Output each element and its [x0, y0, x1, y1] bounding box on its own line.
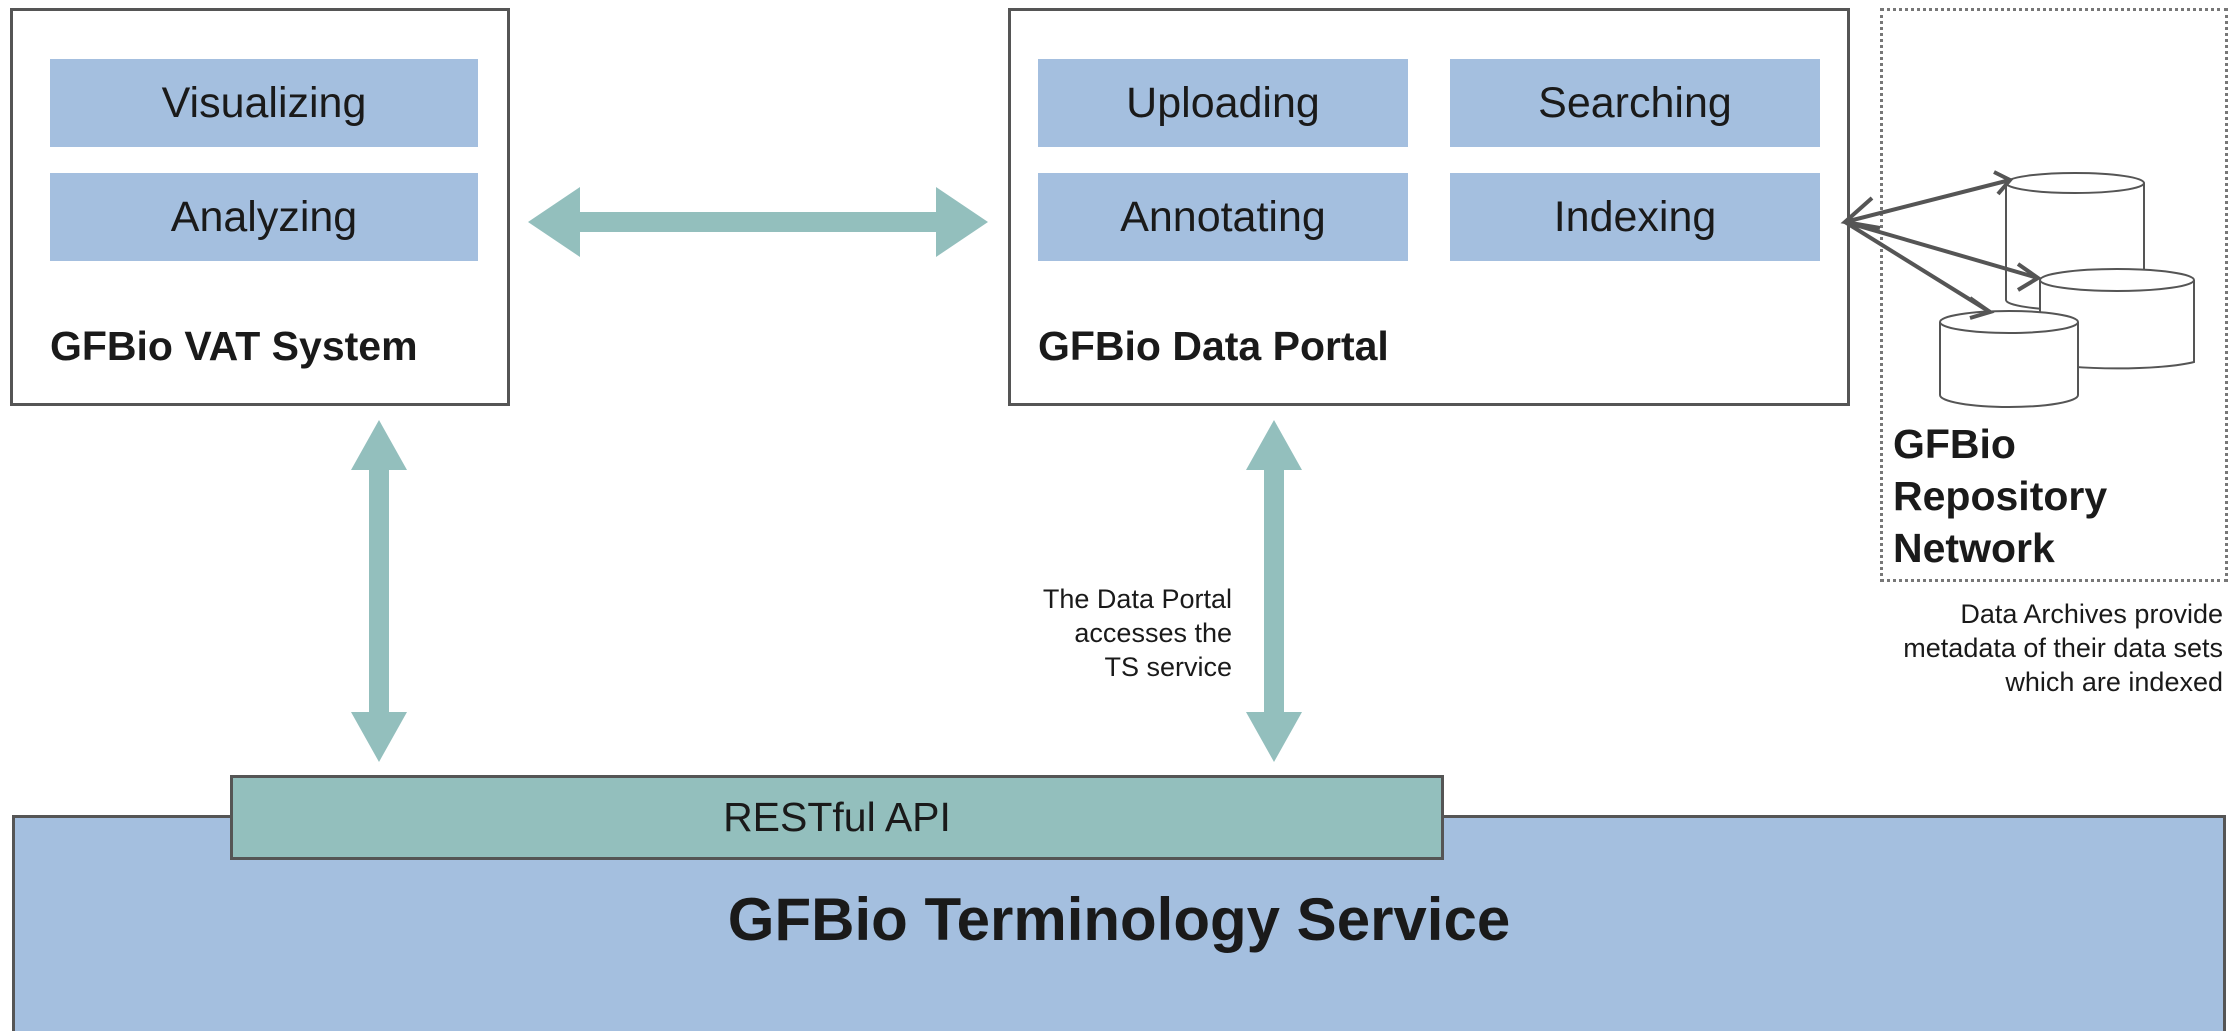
portal-function-annotating: Annotating — [1038, 173, 1408, 261]
vat-ts-double-arrow — [351, 420, 407, 762]
portal-ts-note-line: The Data Portal — [1042, 584, 1232, 614]
repository-link-arrows — [1840, 170, 2042, 320]
database-icon — [1939, 310, 2079, 408]
portal-function-indexing: Indexing — [1450, 173, 1820, 261]
portal-function-uploading: Uploading — [1038, 59, 1408, 147]
vat-function-label: Analyzing — [170, 192, 358, 241]
restful-api-label: RESTful API — [723, 794, 951, 840]
repository-note-line: Data Archives provide — [1960, 599, 2223, 629]
restful-api-bar: RESTful API — [230, 775, 1444, 860]
portal-function-label: Uploading — [1126, 78, 1320, 127]
portal-function-label: Annotating — [1120, 192, 1326, 241]
repository-network-box — [1880, 8, 2228, 582]
portal-function-label: Searching — [1538, 78, 1732, 127]
portal-ts-note-line: TS service — [1104, 652, 1232, 682]
vat-function-analyzing: Analyzing — [50, 173, 478, 261]
vat-function-visualizing: Visualizing — [50, 59, 478, 147]
data-portal-title: GFBio Data Portal — [1038, 323, 1389, 369]
terminology-service-title: GFBio Terminology Service — [727, 886, 1511, 953]
portal-ts-note: The Data Portal accesses the TS service — [1043, 582, 1232, 684]
vat-portal-double-arrow — [528, 187, 988, 257]
repository-network-title: GFBio Repository Network — [1893, 418, 2107, 574]
repository-note-line: which are indexed — [2005, 667, 2223, 697]
repository-title-line: Network — [1893, 525, 2055, 571]
portal-ts-double-arrow — [1246, 420, 1302, 762]
repository-title-line: GFBio — [1893, 421, 2016, 467]
portal-ts-note-line: accesses the — [1074, 618, 1232, 648]
repository-title-line: Repository — [1893, 473, 2108, 519]
portal-function-searching: Searching — [1450, 59, 1820, 147]
vat-system-title: GFBio VAT System — [50, 323, 418, 369]
repository-note: Data Archives provide metadata of their … — [1903, 597, 2223, 699]
portal-function-label: Indexing — [1553, 192, 1717, 241]
vat-function-label: Visualizing — [161, 78, 367, 127]
repository-note-line: metadata of their data sets — [1903, 633, 2223, 663]
